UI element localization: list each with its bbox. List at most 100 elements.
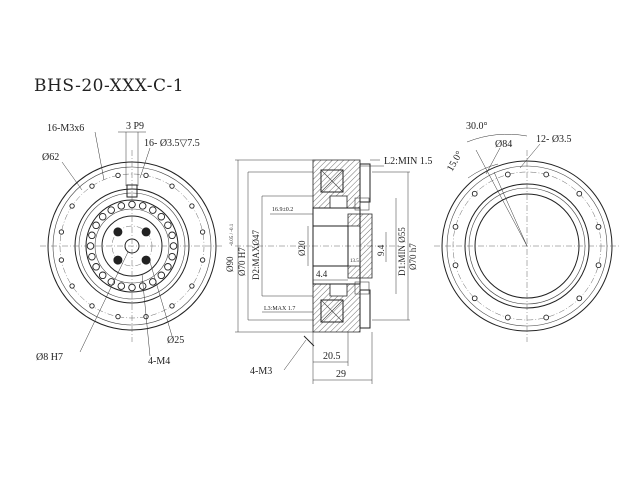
bearing-roller <box>92 221 100 230</box>
bearing-roller <box>128 200 136 209</box>
label-9-4: 9.4 <box>376 244 386 256</box>
label-29: 29 <box>336 369 346 380</box>
leader-62 <box>61 161 83 191</box>
outer-bolt-hole <box>199 229 206 235</box>
right-bolt-hole <box>576 295 583 302</box>
bearing-roller <box>88 231 96 240</box>
bearing-roller <box>117 202 126 210</box>
right-bolt-hole <box>543 171 550 178</box>
label-l2: L2:MIN 1.5 <box>384 156 432 167</box>
label-dia-25: Ø25 <box>167 335 184 346</box>
outer-bolt-hole <box>189 203 195 209</box>
leader-m4 <box>141 273 151 357</box>
outer-bolt-hole <box>115 172 121 179</box>
label-bore-8h7: Ø8 H7 <box>36 352 63 363</box>
inner-bore <box>312 225 349 267</box>
outer-bolt-hole <box>143 172 149 179</box>
label-4-m4: 4-M4 <box>148 356 170 367</box>
bearing-roller <box>86 242 95 250</box>
m4-bolt <box>141 255 151 265</box>
leader-8h7 <box>79 251 129 353</box>
right-bolt-hole <box>576 190 583 197</box>
outer-bolt-hole <box>169 183 175 189</box>
leader-16hole <box>139 147 151 179</box>
angle-arc-15 <box>467 163 499 179</box>
right-bolt-hole <box>595 262 602 269</box>
right-stub-upper <box>359 163 371 203</box>
left-front-view: 16-M3x6 3 P9 16- Ø3.5▽7.5 Ø62 Ø25 Ø8 H7 … <box>36 121 224 367</box>
leader-12-hole <box>519 143 541 169</box>
label-16-9: 16.9±0.2 <box>272 207 293 213</box>
center-section-view: L2:MIN 1.5 Ø90 -0.05 / -0.1 Ø70 H7 D2:MA… <box>225 156 432 384</box>
lower-bearing-box <box>320 299 344 323</box>
outer-bolt-hole <box>58 257 65 263</box>
bearing-roller <box>168 252 176 261</box>
outer-bolt-hole <box>89 183 95 189</box>
bearing-roller <box>117 282 126 290</box>
upper-bearing-x2 <box>320 169 344 193</box>
lower-flange-section <box>312 283 361 333</box>
label-dia-84: Ø84 <box>495 139 512 150</box>
outer-bolt-hole <box>115 313 121 320</box>
right-bolt-hole <box>471 295 478 302</box>
m4-bolt <box>113 255 123 265</box>
label-3-p9: 3 P9 <box>126 121 144 132</box>
leader-25 <box>149 261 173 337</box>
right-bolt-hole <box>504 171 511 178</box>
leader-m3 <box>283 339 307 371</box>
outer-bolt-hole <box>69 283 75 289</box>
leader-16m3 <box>94 131 105 181</box>
label-angle-15: 15.0° <box>445 149 465 173</box>
label-4-m3: 4-M3 <box>250 366 272 377</box>
right-stub-lower <box>359 289 371 329</box>
angle-arc-30 <box>466 134 528 143</box>
label-dia-90: Ø90 <box>225 256 235 272</box>
label-12-hole: 12- Ø3.5 <box>536 134 572 145</box>
bearing-roller <box>157 271 166 280</box>
angle-line-15 <box>493 171 528 247</box>
outer-bolt-hole <box>169 303 175 309</box>
drawing-title: BHS-20-XXX-C-1 <box>34 76 185 96</box>
wave-gen-lower <box>354 281 370 295</box>
bearing-roller <box>88 252 96 261</box>
right-back-view: 30.0° 15.0° Ø84 12- Ø3.5 <box>434 121 620 342</box>
bearing-roller <box>98 212 107 221</box>
m4-bolt <box>141 227 151 237</box>
key-slot <box>126 184 138 198</box>
bearing-roller <box>168 231 176 240</box>
right-bolt-hole <box>452 223 459 230</box>
lower-bearing-x2 <box>320 299 344 323</box>
label-d1: D1:MIN Ø55 <box>397 227 407 276</box>
inner-hub-section <box>347 213 373 279</box>
outer-bolt-hole <box>58 229 65 235</box>
angle-line-30 <box>475 149 528 247</box>
label-20-5: 20.5 <box>323 351 341 362</box>
right-bolt-hole <box>595 223 602 230</box>
right-bolt-hole <box>452 262 459 269</box>
label-d2: D2:MAXØ47 <box>251 229 261 280</box>
bearing-roller <box>157 212 166 221</box>
m3-screw <box>303 335 315 347</box>
bearing-roller <box>149 206 157 214</box>
outer-bolt-holes <box>58 172 206 320</box>
upper-bearing-box <box>320 169 344 193</box>
outer-bolt-hole <box>199 257 206 263</box>
label-dia-20: Ø20 <box>297 240 307 256</box>
bearing-roller <box>92 263 100 271</box>
bearing-roller <box>164 263 172 271</box>
m4-bolt <box>113 227 123 237</box>
label-13-5: 13.5 <box>350 259 359 264</box>
bearing-rollers <box>86 200 178 292</box>
m4-bolt-holes <box>113 227 151 265</box>
outer-bolt-hole <box>189 283 195 289</box>
label-angle-30: 30.0° <box>466 121 488 132</box>
right-bolt-hole <box>543 314 550 321</box>
label-l3: L3:MAX 1.7 <box>264 306 295 312</box>
label-16-hole: 16- Ø3.5▽7.5 <box>144 138 200 149</box>
right-bolt-holes <box>452 171 602 321</box>
wave-gen-upper <box>354 197 370 211</box>
label-dia-90-tol: -0.05 / -0.1 <box>230 223 235 246</box>
bearing-roller <box>138 282 147 290</box>
label-dia-70h7b: Ø70 h7 <box>408 243 418 270</box>
